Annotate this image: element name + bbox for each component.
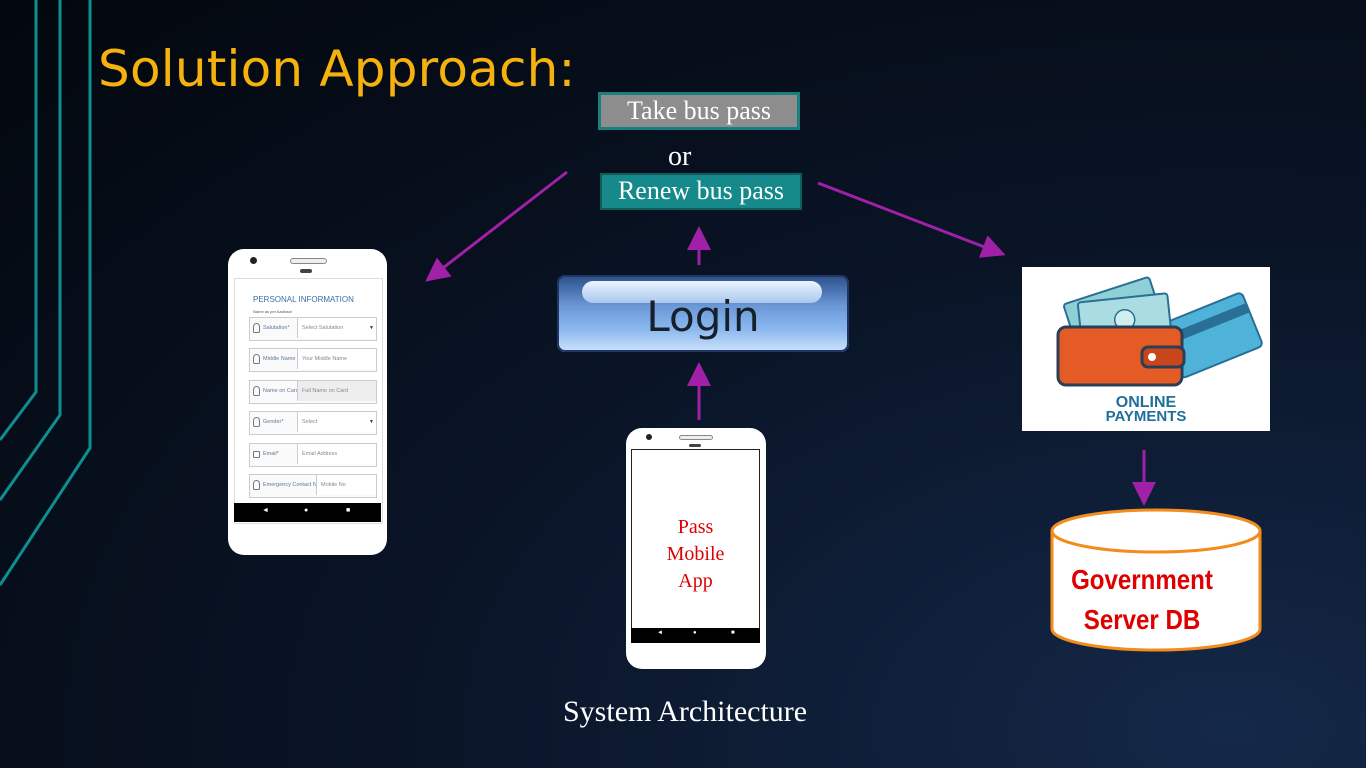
recents-icon: ■ xyxy=(731,630,735,636)
online-payments-graphic: ONLINE PAYMENTS xyxy=(1022,267,1270,431)
app-phone: Pass Mobile App ◄ ● ■ xyxy=(626,428,766,669)
form-field-name-on-card: Name on Card Full Name on Card xyxy=(249,380,377,404)
phone-icon xyxy=(253,480,260,490)
speaker xyxy=(679,435,713,440)
form-field-email: Email* Email Address xyxy=(249,443,377,467)
slide-title: Solution Approach: xyxy=(98,40,576,98)
person-icon xyxy=(253,417,260,427)
form-screen: PERSONAL INFORMATION Name as per Aadhaar… xyxy=(234,278,383,524)
chevron-down-icon: ▼ xyxy=(369,419,374,425)
renew-bus-pass-box: Renew bus pass xyxy=(600,173,802,210)
camera xyxy=(250,257,257,264)
form-field-emergency-contact: Emergency Contact No Mobile No xyxy=(249,474,377,498)
form-heading: PERSONAL INFORMATION xyxy=(253,295,354,304)
home-icon: ● xyxy=(304,507,309,514)
login-label: Login xyxy=(646,292,760,341)
arrow-options-to-form xyxy=(425,170,568,282)
login-button: Login xyxy=(557,275,849,352)
database-cylinder xyxy=(1050,508,1262,652)
person-icon xyxy=(253,354,260,364)
android-nav-bar: ◄ ● ■ xyxy=(234,503,381,522)
app-screen: Pass Mobile App xyxy=(631,449,760,643)
payments-line-1: ONLINE xyxy=(1115,394,1177,411)
recents-icon: ■ xyxy=(346,507,351,514)
person-icon xyxy=(253,323,260,333)
payments-line-2: PAYMENTS xyxy=(1105,408,1187,425)
diagram-caption: System Architecture xyxy=(563,695,808,728)
back-icon: ◄ xyxy=(262,507,269,514)
form-subheading: Name as per Aadhaar xyxy=(253,309,292,314)
form-field-salutation: Salutation* Select Salutation ▼ xyxy=(249,317,377,341)
database-label: Government Server DB xyxy=(1071,564,1213,635)
form-field-middle-name: Middle Name Your Middle Name xyxy=(249,348,377,372)
speaker xyxy=(290,258,327,264)
wallet-icon xyxy=(1056,276,1263,387)
person-icon xyxy=(253,386,260,396)
chevron-down-icon: ▼ xyxy=(369,325,374,331)
camera xyxy=(646,434,652,440)
home-icon: ● xyxy=(693,630,697,636)
arrow-options-to-payments xyxy=(817,181,1006,258)
back-icon: ◄ xyxy=(657,630,663,636)
form-field-gender: Gender* Select ▼ xyxy=(249,411,377,435)
form-phone: PERSONAL INFORMATION Name as per Aadhaar… xyxy=(228,249,387,555)
app-name: Pass Mobile App xyxy=(666,516,725,592)
android-nav-bar: ◄ ● ■ xyxy=(631,628,760,643)
take-bus-pass-box: Take bus pass xyxy=(598,92,800,130)
envelope-icon xyxy=(253,451,260,458)
or-label: or xyxy=(668,141,692,172)
